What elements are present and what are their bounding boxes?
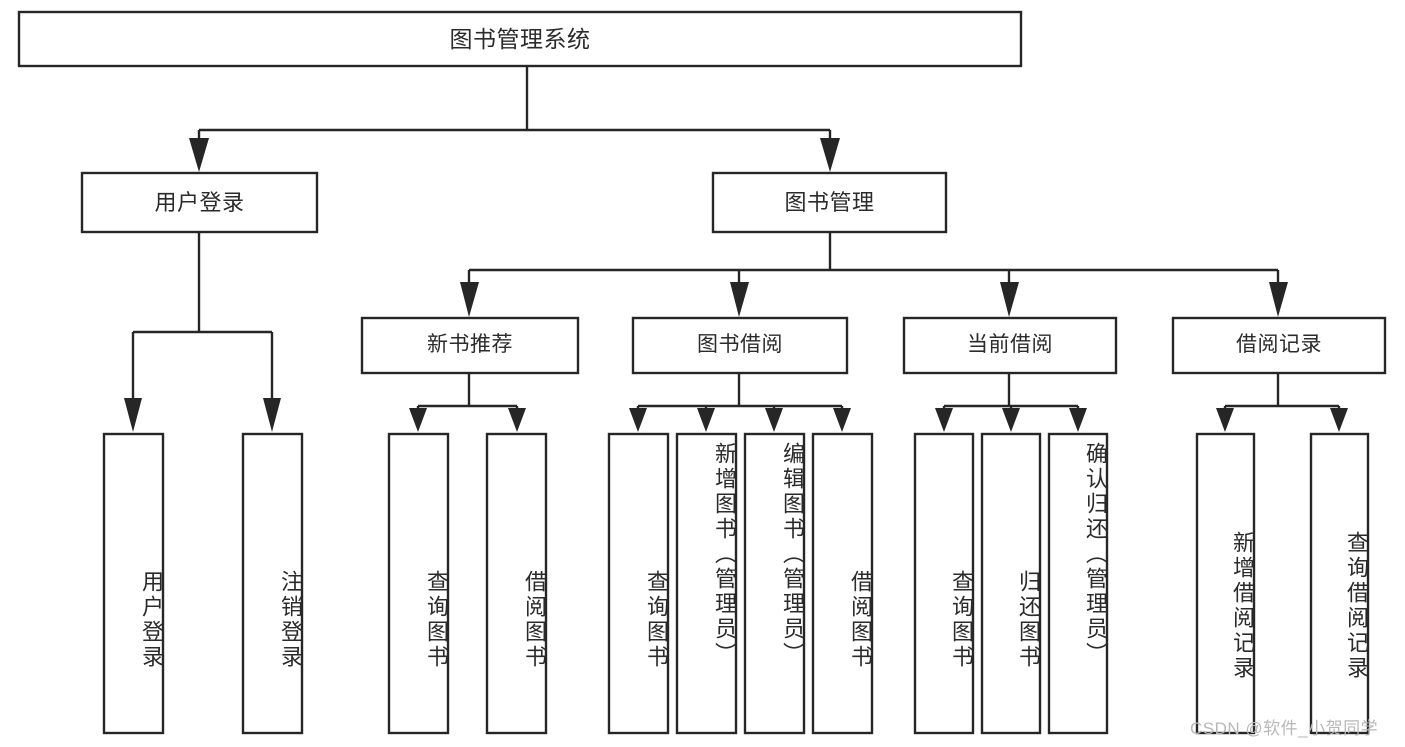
node-box-user-login[interactable] (80, 171, 319, 234)
arrowhead-leaf-add-record (1216, 408, 1234, 432)
node-box-leaf-confirm-return[interactable] (1047, 432, 1109, 735)
node-box-leaf-add-book[interactable] (675, 432, 738, 735)
node-box-leaf-query-book-b[interactable] (607, 432, 670, 735)
node-box-leaf-query-book-a[interactable] (387, 432, 450, 735)
node-box-leaf-borrow-book-a[interactable] (485, 432, 548, 735)
arrowhead-leaf-user-login (124, 398, 142, 432)
node-box-leaf-query-record[interactable] (1309, 432, 1370, 735)
csdn-watermark: CSDN @软件_小贺同学 (1190, 719, 1379, 738)
node-box-leaf-edit-book[interactable] (743, 432, 806, 735)
node-box-new-book-rec[interactable] (360, 316, 580, 375)
arrowhead-new-book-rec (460, 282, 479, 317)
arrowhead-leaf-query-book-a (409, 408, 427, 432)
arrowhead-leaf-edit-book (765, 408, 783, 432)
arrowhead-leaf-return-book (1002, 408, 1020, 432)
arrowhead-leaf-logout (263, 398, 281, 432)
node-box-current-borrow[interactable] (902, 316, 1118, 375)
node-box-leaf-add-record[interactable] (1195, 432, 1256, 735)
arrowhead-book-borrow (730, 282, 749, 317)
arrowhead-leaf-borrow-book-a (508, 408, 526, 432)
node-box-book-borrow[interactable] (631, 316, 849, 375)
node-box-leaf-borrow-book-b[interactable] (811, 432, 874, 735)
node-box-leaf-logout[interactable] (241, 432, 304, 735)
arrowhead-book-manage (820, 138, 840, 172)
arrowhead-leaf-query-record (1330, 408, 1348, 432)
arrowhead-leaf-confirm-return (1069, 408, 1087, 432)
node-box-borrow-record[interactable] (1171, 316, 1387, 375)
arrowhead-current-borrow (1000, 282, 1019, 317)
arrowhead-user-login (189, 138, 209, 172)
arrowhead-leaf-query-book-c (935, 408, 953, 432)
node-box-leaf-user-login[interactable] (102, 432, 165, 735)
arrowhead-leaf-query-book-b (629, 408, 647, 432)
node-box-root[interactable] (17, 10, 1023, 68)
node-box-book-manage[interactable] (711, 171, 948, 234)
arrowhead-leaf-add-book (697, 408, 715, 432)
arrowhead-borrow-record (1269, 282, 1288, 317)
node-box-leaf-return-book[interactable] (980, 432, 1042, 735)
node-box-leaf-query-book-c[interactable] (913, 432, 975, 735)
arrowhead-leaf-borrow-book-b (833, 408, 851, 432)
